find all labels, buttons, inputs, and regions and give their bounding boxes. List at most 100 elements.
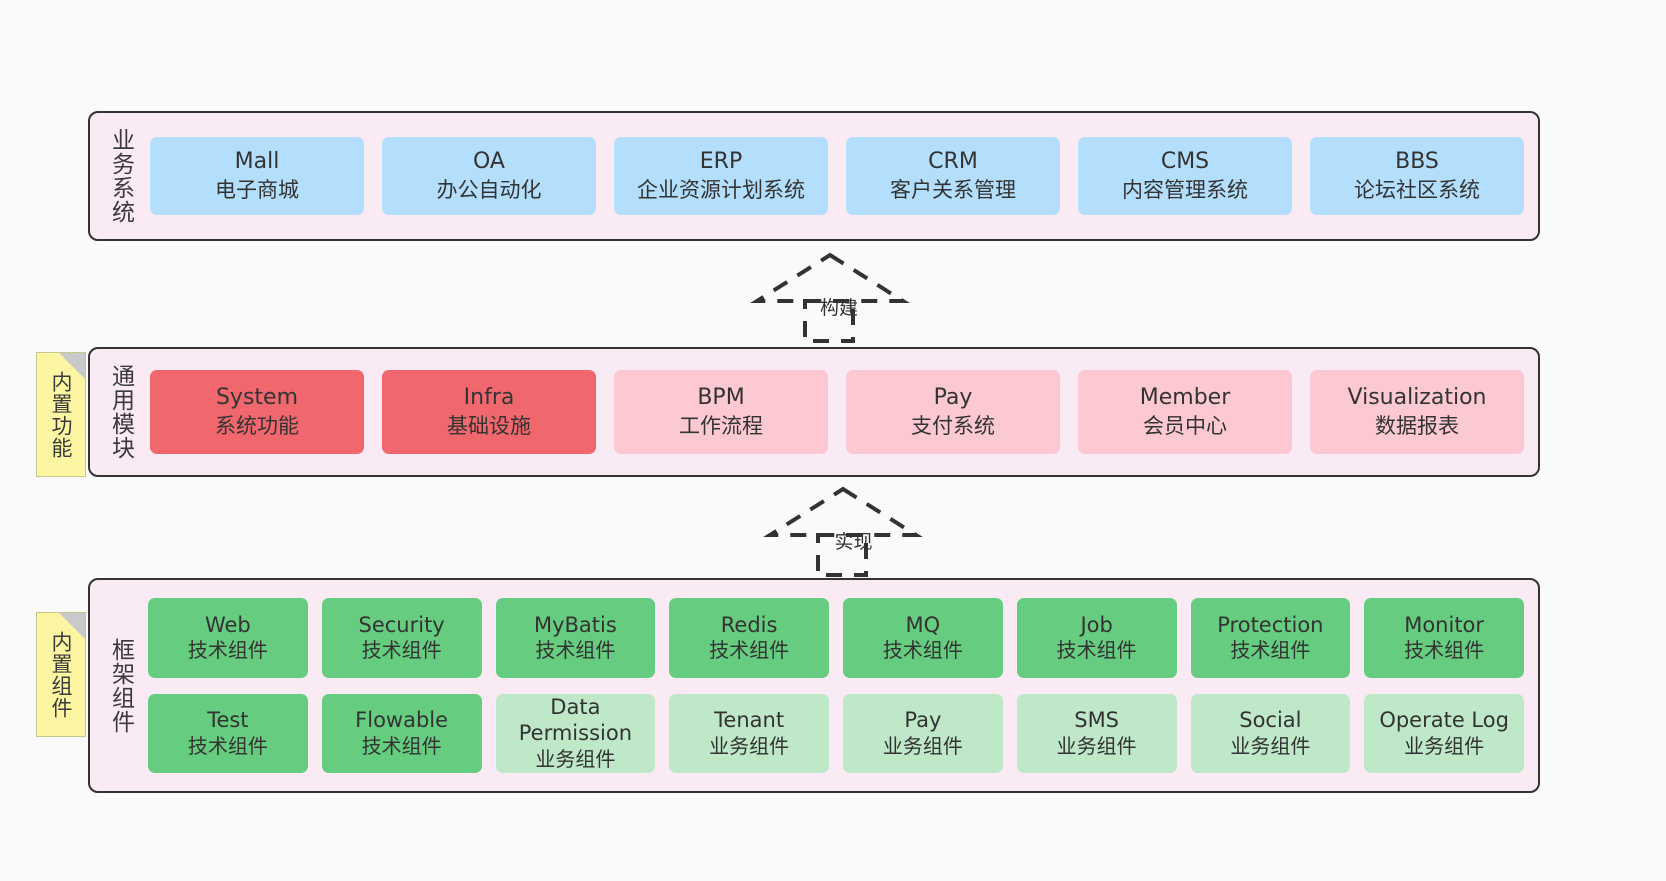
node-protection[interactable]: Protection 技术组件 — [1190, 598, 1351, 678]
node-security[interactable]: Security 技术组件 — [321, 598, 482, 678]
framework-row-business: Test 技术组件 Flowable 技术组件 Data Permission … — [148, 693, 1524, 773]
node-infra-en: Infra — [463, 385, 515, 411]
arrow-realize-stem — [816, 533, 868, 577]
node-security-cn: 技术组件 — [361, 638, 442, 663]
node-mybatis[interactable]: MyBatis 技术组件 — [495, 598, 656, 678]
arrow-realize-label: 实现 — [834, 531, 873, 553]
node-crm-cn: 客户关系管理 — [890, 177, 1016, 202]
node-erp[interactable]: ERP 企业资源计划系统 — [614, 137, 828, 215]
node-pay-module-en: Pay — [933, 385, 973, 411]
node-social[interactable]: Social 业务组件 — [1190, 693, 1351, 773]
framework-row-tech: Web 技术组件 Security 技术组件 MyBatis 技术组件 Redi… — [148, 598, 1524, 678]
node-bpm[interactable]: BPM 工作流程 — [614, 370, 828, 454]
node-mybatis-en: MyBatis — [533, 612, 617, 637]
node-oa-cn: 办公自动化 — [436, 177, 542, 202]
note-builtin-function: 内置功能 — [36, 352, 86, 477]
node-security-en: Security — [358, 612, 445, 637]
node-cms-cn: 内容管理系统 — [1122, 177, 1248, 202]
node-infra[interactable]: Infra 基础设施 — [382, 370, 596, 454]
node-bpm-cn: 工作流程 — [679, 413, 763, 438]
node-operate-log-en: Operate Log — [1379, 708, 1509, 733]
node-mybatis-cn: 技术组件 — [535, 638, 616, 663]
node-mall-cn: 电子商城 — [215, 177, 299, 202]
node-bpm-en: BPM — [697, 385, 745, 411]
layer-common-modules: 通用模块 System 系统功能 Infra 基础设施 BPM 工作流程 Pay… — [88, 347, 1540, 477]
node-social-cn: 业务组件 — [1230, 733, 1311, 758]
node-web-en: Web — [204, 612, 251, 637]
node-crm-en: CRM — [928, 149, 978, 175]
layer-framework-components-body: Web 技术组件 Security 技术组件 MyBatis 技术组件 Redi… — [142, 580, 1538, 791]
layer-framework-components-title: 框架组件 — [107, 637, 134, 734]
node-tenant-en: Tenant — [714, 708, 785, 733]
node-system-en: System — [215, 385, 299, 411]
node-system[interactable]: System 系统功能 — [150, 370, 364, 454]
node-pay-component-en: Pay — [904, 708, 942, 733]
node-oa-en: OA — [473, 149, 505, 175]
node-monitor-en: Monitor — [1404, 612, 1485, 637]
layer-common-modules-title: 通用模块 — [107, 364, 134, 460]
node-member[interactable]: Member 会员中心 — [1078, 370, 1292, 454]
node-visualization-en: Visualization — [1347, 385, 1487, 411]
arrow-build-label: 构建 — [819, 297, 859, 319]
node-data-permission-en: Data Permission — [518, 694, 632, 746]
node-crm[interactable]: CRM 客户关系管理 — [846, 137, 1060, 215]
node-visualization[interactable]: Visualization 数据报表 — [1310, 370, 1524, 454]
node-protection-cn: 技术组件 — [1230, 638, 1311, 663]
node-pay-module[interactable]: Pay 支付系统 — [846, 370, 1060, 454]
layer-business-systems: 业务系统 Mall 电子商城 OA 办公自动化 ERP 企业资源计划系统 CRM… — [88, 111, 1540, 241]
node-system-cn: 系统功能 — [215, 413, 299, 438]
layer-business-systems-body: Mall 电子商城 OA 办公自动化 ERP 企业资源计划系统 CRM 客户关系… — [142, 113, 1538, 239]
node-bbs-cn: 论坛社区系统 — [1354, 177, 1480, 202]
node-pay-module-cn: 支付系统 — [911, 413, 995, 438]
node-cms-en: CMS — [1160, 149, 1210, 175]
node-test-en: Test — [207, 708, 249, 733]
note-builtin-component: 内置组件 — [36, 612, 86, 737]
node-mq-en: MQ — [905, 612, 941, 637]
layer-business-systems-title: 业务系统 — [107, 128, 134, 224]
layer-framework-components: 框架组件 Web 技术组件 Security 技术组件 MyBatis 技术组件… — [88, 578, 1540, 793]
node-flowable[interactable]: Flowable 技术组件 — [321, 693, 482, 773]
node-mq-cn: 技术组件 — [882, 638, 963, 663]
node-web[interactable]: Web 技术组件 — [148, 598, 308, 678]
node-pay-component-cn: 业务组件 — [882, 733, 963, 758]
node-mall[interactable]: Mall 电子商城 — [150, 137, 364, 215]
node-sms-en: SMS — [1074, 708, 1120, 733]
node-operate-log[interactable]: Operate Log 业务组件 — [1364, 693, 1524, 773]
node-redis-cn: 技术组件 — [709, 638, 790, 663]
node-operate-log-cn: 业务组件 — [1404, 733, 1485, 758]
node-test-cn: 技术组件 — [187, 733, 268, 758]
node-erp-cn: 企业资源计划系统 — [637, 177, 805, 202]
node-flowable-en: Flowable — [355, 708, 449, 733]
node-tenant-cn: 业务组件 — [709, 733, 790, 758]
node-member-en: Member — [1139, 385, 1231, 411]
node-infra-cn: 基础设施 — [447, 413, 531, 438]
node-job[interactable]: Job 技术组件 — [1016, 598, 1177, 678]
arrow-build: 构建 — [750, 252, 910, 343]
node-visualization-cn: 数据报表 — [1375, 413, 1459, 438]
node-redis[interactable]: Redis 技术组件 — [669, 598, 829, 678]
node-mq[interactable]: MQ 技术组件 — [843, 598, 1003, 678]
node-protection-en: Protection — [1217, 612, 1324, 637]
node-monitor-cn: 技术组件 — [1404, 638, 1485, 663]
node-sms[interactable]: SMS 业务组件 — [1016, 693, 1177, 773]
node-member-cn: 会员中心 — [1143, 413, 1227, 438]
node-data-permission[interactable]: Data Permission 业务组件 — [495, 693, 656, 773]
node-cms[interactable]: CMS 内容管理系统 — [1078, 137, 1292, 215]
arrow-realize: 实现 — [763, 486, 923, 577]
node-mall-en: Mall — [234, 149, 280, 175]
node-monitor[interactable]: Monitor 技术组件 — [1364, 598, 1524, 678]
node-bbs-en: BBS — [1395, 149, 1439, 175]
node-bbs[interactable]: BBS 论坛社区系统 — [1310, 137, 1524, 215]
node-erp-en: ERP — [699, 149, 743, 175]
node-job-cn: 技术组件 — [1056, 638, 1137, 663]
node-social-en: Social — [1239, 708, 1302, 733]
node-pay-component[interactable]: Pay 业务组件 — [843, 693, 1003, 773]
node-test[interactable]: Test 技术组件 — [148, 693, 308, 773]
node-sms-cn: 业务组件 — [1056, 733, 1137, 758]
node-job-en: Job — [1080, 612, 1113, 637]
node-web-cn: 技术组件 — [187, 638, 268, 663]
node-tenant[interactable]: Tenant 业务组件 — [669, 693, 829, 773]
layer-common-modules-body: System 系统功能 Infra 基础设施 BPM 工作流程 Pay 支付系统… — [142, 349, 1538, 475]
framework-rows: Web 技术组件 Security 技术组件 MyBatis 技术组件 Redi… — [148, 580, 1524, 791]
node-oa[interactable]: OA 办公自动化 — [382, 137, 596, 215]
